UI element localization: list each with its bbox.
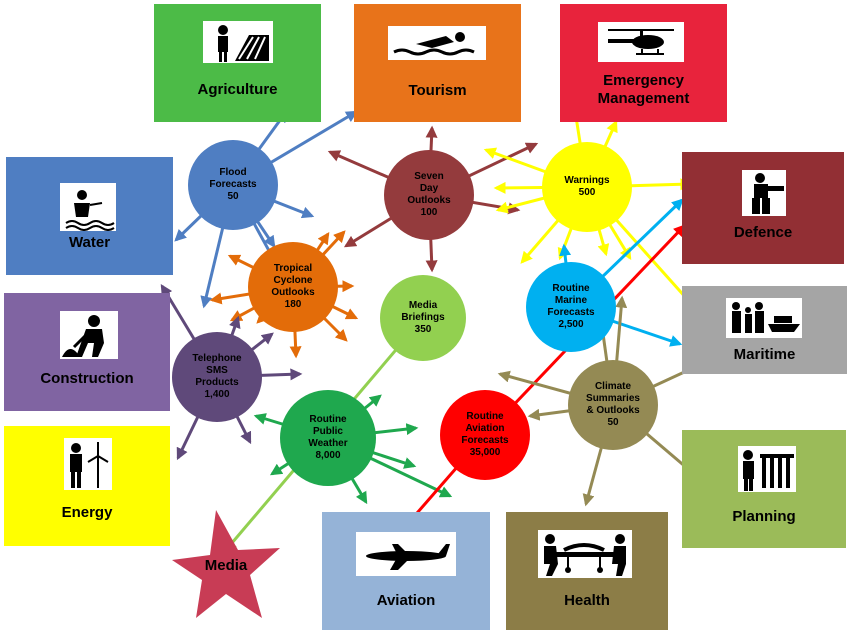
node-media-briefings: Media Briefings 350 [380,275,466,361]
sector-label-planning: Planning [732,508,796,525]
node-count: 8,000 [315,450,341,461]
sector-label-agriculture: Agriculture [197,81,278,98]
node-count: 50 [607,417,619,428]
node-label-line: Routine [552,283,590,294]
sector-label-defence: Defence [733,224,793,241]
node-label-line: Tropical [273,263,313,274]
sector-label-emergency-line-1: Emergency [603,72,684,89]
node-label-line: Outlooks [271,287,315,298]
node-label-line: Summaries [586,393,640,404]
sector-emergency-management: Emergency Management [560,4,727,122]
node-routine-public-weather: Routine Public Weather 8,000 [280,390,376,486]
node-routine-aviation-forecasts: Routine Aviation Forecasts 35,000 [440,390,530,480]
node-count: 1,400 [204,389,230,400]
node-label-line: Forecasts [547,307,595,318]
water-tap-icon [60,183,116,231]
node-climate-summaries-outlooks: Climate Summaries & Outlooks 50 [568,360,658,450]
sector-label-construction: Construction [40,370,134,387]
node-label-line: Warnings [564,175,610,186]
node-label-line: Seven [414,171,444,182]
node-label-line: Products [195,377,239,388]
node-count: 50 [227,191,239,202]
node-label-line: Routine [466,411,504,422]
wind-turbine-icon [64,438,112,490]
sector-label-water: Water [68,234,111,251]
node-label-line: & Outlooks [586,405,640,416]
node-label-line: SMS [206,365,228,376]
node-label-line: Weather [308,438,348,449]
airplane-icon [356,532,456,576]
sector-label-tourism: Tourism [408,82,467,99]
node-count: 35,000 [469,447,501,458]
node-count: 350 [414,324,432,335]
sector-tourism: Tourism [354,4,521,122]
node-label-line: Climate [594,381,632,392]
swimmer-icon [388,26,486,60]
construction-worker-icon [60,311,118,359]
farmer-icon [203,21,273,63]
node-label-line: Media [408,300,438,311]
node-label-line: Day [419,183,439,194]
node-label-line: Forecasts [209,179,257,190]
sector-energy: Energy [4,426,170,546]
sector-construction: Construction [4,293,170,411]
node-label-line: Flood [219,167,247,178]
node-label-line: Public [312,426,343,437]
node-label-line: Briefings [401,312,445,323]
node-label-line: Forecasts [461,435,509,446]
node-label-line: Aviation [465,423,505,434]
sector-aviation: Aviation [322,512,490,630]
node-flood-forecasts: Flood Forecasts 50 [188,140,278,230]
node-count: 2,500 [558,319,584,330]
soldier-icon [742,170,786,216]
sector-label-maritime: Maritime [733,346,796,363]
stretcher-icon [538,530,632,578]
sector-health: Health [506,512,668,630]
node-count: 100 [420,207,438,218]
node-warnings: Warnings 500 [542,142,632,232]
sector-label-energy: Energy [61,504,113,521]
sector-label-media: Media [205,557,248,574]
sector-label-health: Health [564,592,610,609]
node-seven-day-outlooks: Seven Day Outlooks 100 [384,150,474,240]
node-count: 180 [284,299,302,310]
node-label-line: Cyclone [273,275,313,286]
planner-icon [738,446,796,492]
node-telephone-sms-products: Telephone SMS Products 1,400 [172,332,262,422]
sector-defence: Defence [682,152,844,264]
node-label-line: Telephone [192,353,242,364]
node-label-line: Marine [554,295,588,306]
sector-planning: Planning [682,430,846,548]
media-star-shape [172,510,280,618]
sector-maritime: Maritime [682,286,847,374]
node-count: 500 [578,187,596,198]
helicopter-icon [598,22,684,62]
node-routine-marine-forecasts: Routine Marine Forecasts 2,500 [526,262,616,352]
family-ship-icon [726,298,802,338]
sector-label-aviation: Aviation [376,592,436,609]
node-tropical-cyclone-outlooks: Tropical Cyclone Outlooks 180 [248,242,338,332]
node-label-line: Routine [309,414,347,425]
node-label-line: Outlooks [407,195,451,206]
sector-agriculture: Agriculture [154,4,321,122]
sector-water: Water [6,157,173,275]
sector-label-emergency-line-2: Management [597,90,690,107]
